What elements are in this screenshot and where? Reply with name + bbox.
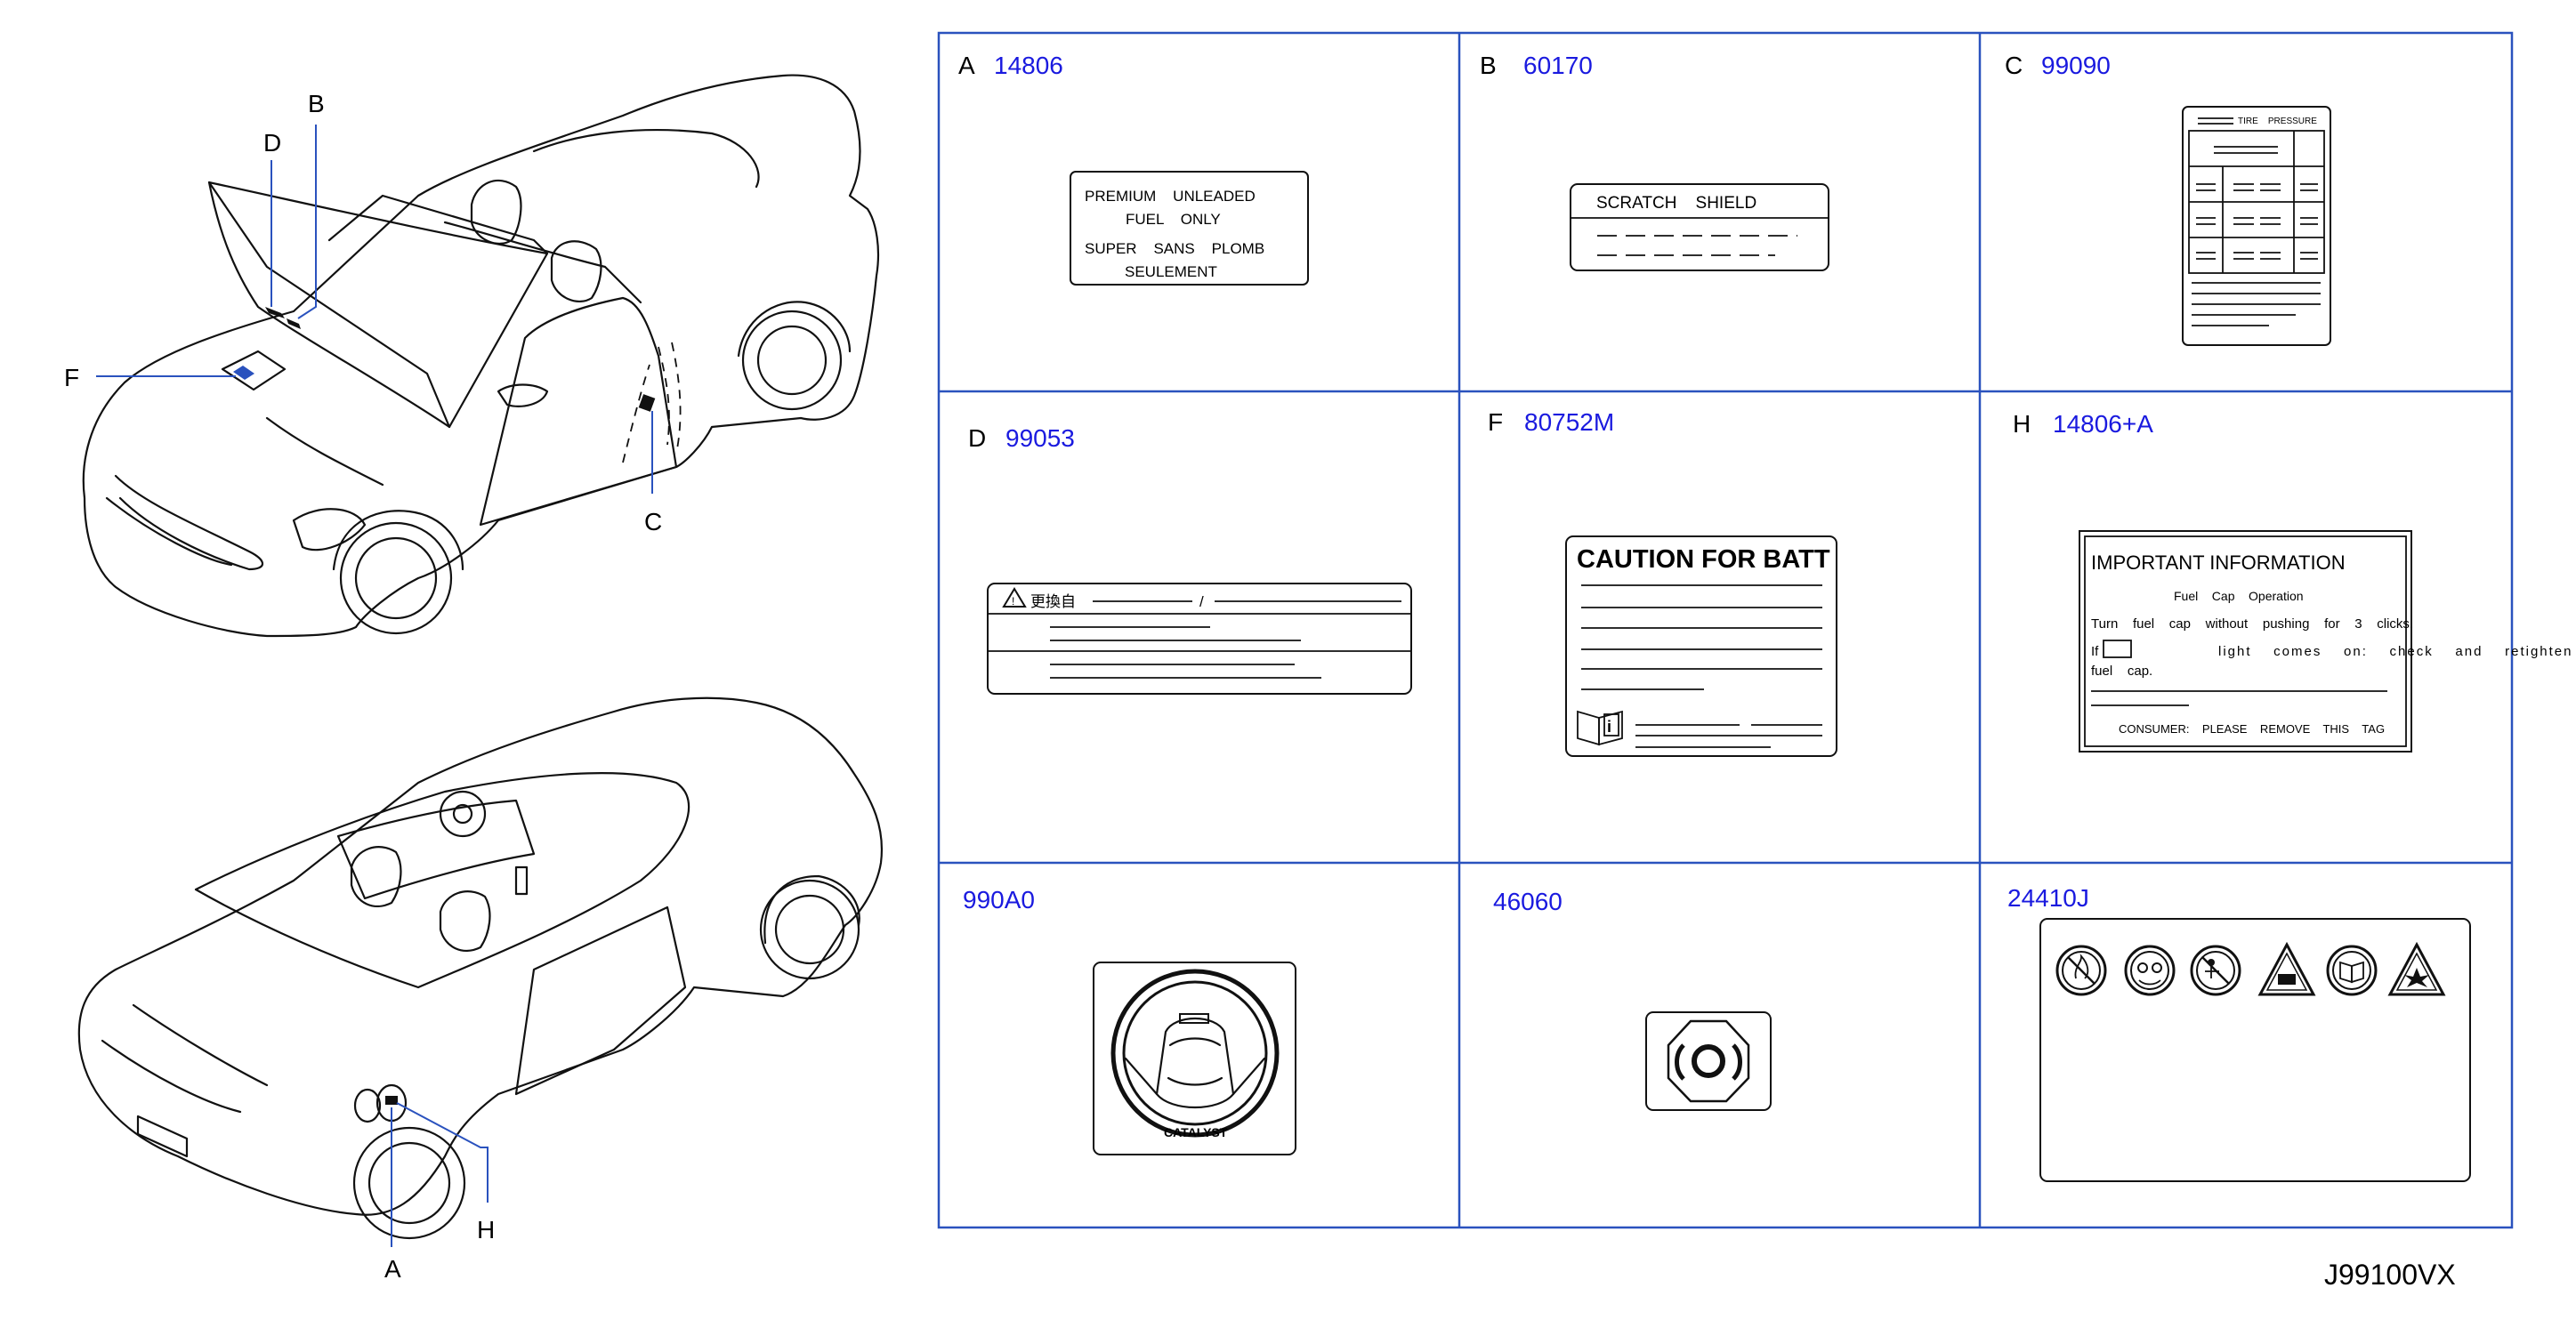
bottom-car-callouts: A H	[384, 1102, 495, 1283]
callout-h: H	[477, 1216, 495, 1244]
cell-a-line-2: FUEL ONLY	[1126, 211, 1221, 228]
cell-b-letter: B	[1480, 52, 1497, 79]
top-car-illustration	[82, 74, 880, 638]
cell-h-line-7: CONSUMER: PLEASE REMOVE THIS TAG	[2119, 722, 2385, 736]
top-car-callouts: D B F C	[64, 90, 662, 535]
callout-f: F	[64, 364, 79, 391]
catalyst-label-990a0	[1093, 962, 1296, 1155]
cell-a-code: 14806	[994, 52, 1063, 79]
cell-990a0-code: 990A0	[963, 886, 1035, 914]
cell-d-line-2: /	[1199, 593, 1204, 610]
cell-a-letter: A	[958, 52, 975, 79]
cell-46060: 46060	[1493, 888, 1772, 1111]
cell-24410j: 24410J	[2007, 884, 2471, 1182]
catalyst-ring-icon	[1110, 969, 1280, 1138]
label-grid	[937, 31, 2514, 1229]
manual-info-icon: i	[1577, 710, 1623, 746]
eye-protection-icon	[2124, 945, 2176, 996]
brake-label-46060	[1645, 1011, 1772, 1111]
cell-f: F 80752M CAUTION FOR BATT i	[1488, 408, 1837, 757]
cell-c-line-1: TIRE PRESSURE	[2238, 117, 2317, 126]
brake-warning-icon	[1667, 1019, 1750, 1103]
diagram-id: J99100VX	[2324, 1259, 2456, 1291]
battery-caution-label-80752m	[1565, 535, 1837, 757]
cell-h-line-4: If	[2091, 644, 2099, 659]
cell-b-line-1: SCRATCH SHIELD	[1596, 194, 1756, 213]
callout-leader-b	[297, 125, 317, 319]
cell-h-line-3: Turn fuel cap without pushing for 3 clic…	[2091, 616, 2413, 632]
svg-text:i: i	[1607, 718, 1611, 736]
cell-f-line-1: CAUTION FOR BATT	[1577, 545, 1830, 574]
callout-d: D	[263, 129, 281, 157]
fuel-cap-info-label-14806a	[2079, 530, 2412, 753]
callout-c: C	[644, 508, 662, 535]
cell-b: B 60170 SCRATCH SHIELD	[1480, 52, 1829, 271]
tire-pressure-label-99090	[2182, 106, 2331, 346]
cell-a: A 14806 PREMIUM UNLEADED FUEL ONLY SUPER…	[958, 52, 1309, 286]
cell-c-letter: C	[2005, 52, 2023, 79]
explosion-warning-icon	[2387, 941, 2446, 996]
cell-d: D 99053 ! 更換自 /	[968, 424, 1412, 695]
wrench-icon	[1179, 1013, 1209, 1024]
cell-h-line-5: light comes on: check and retighten	[2218, 644, 2572, 659]
cell-c-code: 99090	[2041, 52, 2111, 79]
cell-h-line-6: fuel cap.	[2091, 664, 2152, 679]
fuel-label-14806	[1070, 171, 1309, 286]
cell-h-line-1: IMPORTANT INFORMATION	[2091, 551, 2346, 574]
cell-990a0: 990A0 CATALYST	[963, 886, 1296, 1155]
cell-a-line-4: SEULEMENT	[1125, 263, 1217, 280]
callout-a: A	[384, 1255, 401, 1283]
cell-a-line-1: PREMIUM UNLEADED	[1085, 188, 1256, 205]
cell-c: C 99090 TIRE PRESSURE	[2005, 52, 2331, 346]
svg-text:!: !	[1012, 595, 1014, 608]
cell-h-line-2: Fuel Cap Operation	[2174, 589, 2304, 603]
cell-46060-code: 46060	[1493, 888, 1563, 915]
cell-h-letter: H	[2013, 410, 2031, 438]
corrosive-warning-icon	[2257, 941, 2316, 996]
battery-warning-label-24410j	[2039, 918, 2471, 1182]
callout-leader-h	[396, 1102, 489, 1203]
read-manual-icon	[2326, 945, 2378, 996]
cell-a-line-3: SUPER SANS PLOMB	[1085, 240, 1264, 257]
warning-icon	[1002, 587, 1027, 608]
callout-b: B	[308, 90, 325, 117]
keep-children-away-icon	[2190, 945, 2241, 996]
cell-990a0-line-1: CATALYST	[1164, 1125, 1228, 1139]
cell-f-letter: F	[1488, 408, 1503, 436]
bottom-car-illustration	[77, 696, 883, 1240]
cell-h-code: 14806+A	[2053, 410, 2153, 438]
cell-b-code: 60170	[1523, 52, 1593, 79]
scratch-shield-label-60170	[1570, 183, 1829, 271]
no-fire-icon	[2055, 945, 2107, 996]
cell-d-letter: D	[968, 424, 986, 452]
cell-h: H 14806+A IMPORTANT INFORMATION Fuel Cap…	[2013, 410, 2572, 753]
cell-d-code: 99053	[1005, 424, 1075, 452]
cell-d-line-1: 更換自	[1030, 593, 1076, 610]
cell-24410j-code: 24410J	[2007, 884, 2089, 912]
cell-f-code: 80752M	[1524, 408, 1614, 436]
label-99053	[987, 583, 1412, 695]
